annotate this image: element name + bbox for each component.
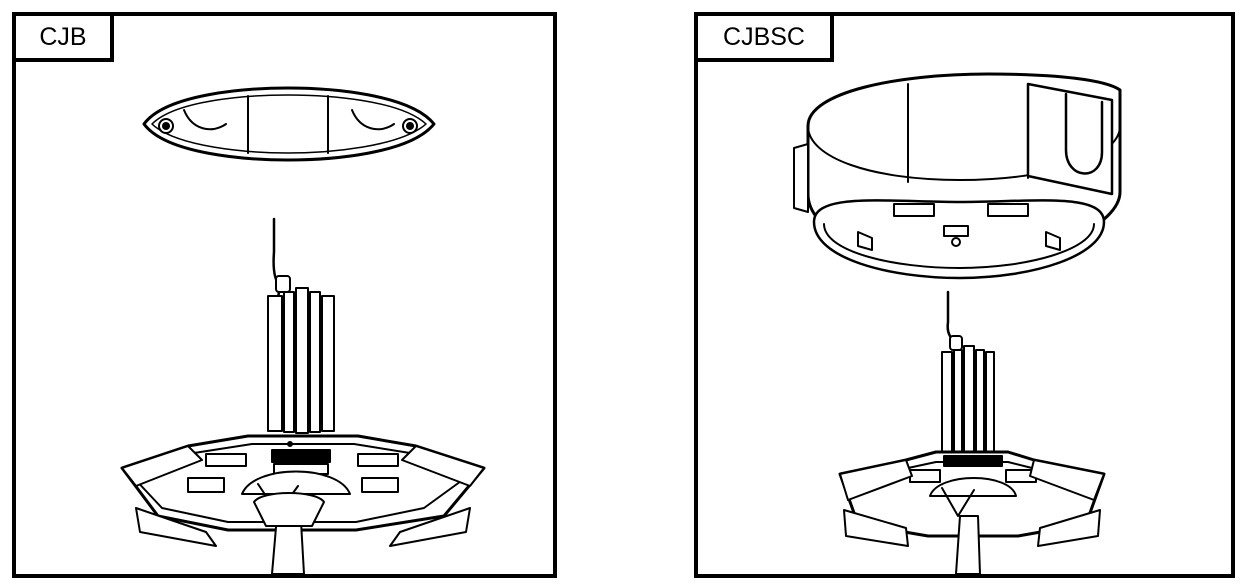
- cjbsc-illustration: [698, 16, 1231, 574]
- cjbsc-junction-box: [794, 74, 1120, 278]
- cjb-panel: CJB: [12, 12, 557, 578]
- lower-downrod: [254, 493, 324, 574]
- cjbsc-wire-clip: [950, 336, 962, 350]
- cjbsc-fan-body: [840, 452, 1104, 546]
- cjb-label: CJB: [12, 12, 114, 62]
- wire-clip: [276, 276, 290, 292]
- cjbsc-lower-downrod: [956, 516, 980, 574]
- cjb-illustration: [16, 16, 553, 574]
- downrod-assembly: [268, 288, 334, 433]
- cjbsc-label: CJBSC: [694, 12, 834, 62]
- cjbsc-downrod-assembly: [942, 346, 994, 458]
- cjbsc-panel: CJBSC: [694, 12, 1235, 578]
- fan-body: [122, 436, 484, 546]
- cjb-junction-plate: [144, 88, 434, 160]
